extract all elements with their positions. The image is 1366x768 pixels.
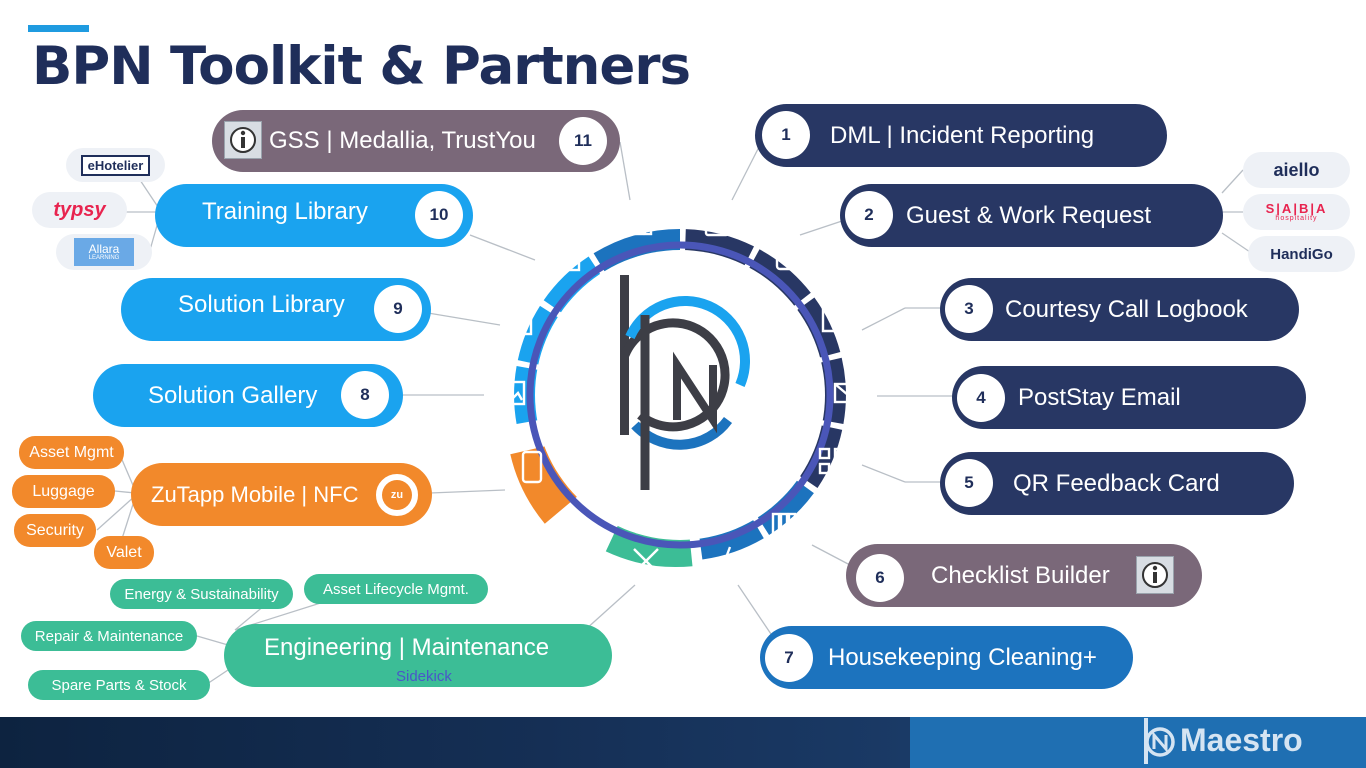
item-zutapp-mobile-nfc[interactable]: ZuTapp Mobile | NFC zu [131,463,432,526]
chip-valet: Valet [94,536,154,569]
bpn-logo-icon [620,275,751,490]
item-checklist-builder[interactable]: 6 Checklist Builder [846,544,1202,607]
chip-repair-maintenance: Repair & Maintenance [21,621,197,651]
contact-file-icon [821,301,847,333]
item-label: ZuTapp Mobile | NFC [151,481,359,507]
edit-icon [704,210,731,237]
item-number: 9 [374,285,422,333]
footer-brand-band [910,717,1366,768]
allara-logo: Allara LEARNING [56,234,152,270]
item-number: 8 [341,371,389,419]
item-number: 5 [945,459,993,507]
saba-logo: S|A|B|A hospitality [1243,194,1350,230]
item-number: 10 [415,191,463,239]
item-number: 1 [762,111,810,159]
item-number: 3 [945,285,993,333]
mobile-icon [521,450,543,484]
chip-asset-mgmt: Asset Mgmt [19,436,124,469]
item-label: QR Feedback Card [1013,469,1220,497]
item-label: GSS | Medallia, TrustYou [269,127,536,154]
zutapp-logo-icon: zu [373,471,421,519]
item-dml-incident-reporting[interactable]: 1 DML | Incident Reporting [755,104,1167,167]
email-icon [833,382,863,404]
item-courtesy-call-logbook[interactable]: 3 Courtesy Call Logbook [940,278,1299,341]
item-guest-work-request[interactable]: 2 Guest & Work Request [840,184,1223,247]
info-icon [1136,556,1174,594]
item-number: 2 [845,191,893,239]
chip-asset-lifecycle-mgmt: Asset Lifecycle Mgmt. [304,574,488,604]
item-label: PostStay Email [1018,383,1181,411]
title-accent-bar [28,25,89,32]
chip-luggage: Luggage [12,475,115,508]
footer-brand-name: Maestro [1180,722,1303,758]
maestro-logo-icon [1144,718,1175,764]
item-label: Training Library [202,198,368,225]
item-label: Solution Gallery [148,381,318,409]
item-engineering-maintenance[interactable]: Engineering | Maintenance Sidekick [224,624,612,687]
item-number: 6 [856,554,904,602]
item-label: Courtesy Call Logbook [1005,295,1248,323]
page-title: BPN Toolkit & Partners [32,36,691,97]
tools-icon [633,548,659,574]
item-sublabel: Sidekick [396,668,452,685]
item-qr-feedback-card[interactable]: 5 QR Feedback Card [940,452,1294,515]
presentation-icon [549,248,581,278]
item-housekeeping-cleaning[interactable]: 7 Housekeeping Cleaning+ [760,626,1133,689]
item-label: Guest & Work Request [906,201,1151,229]
ehotelier-logo: eHotelier [66,148,165,182]
books-icon [627,210,653,236]
aiello-logo: aiello [1243,152,1350,188]
item-label: Solution Library [178,291,345,318]
gallery-icon [494,380,526,406]
wheel-ring [526,241,834,549]
phone-icon [775,239,795,271]
item-solution-library[interactable]: Solution Library 9 [121,278,431,341]
item-number: 4 [957,374,1005,422]
chip-energy-sustainability: Energy & Sustainability [110,579,293,609]
chip-spare-parts-stock: Spare Parts & Stock [28,670,210,700]
item-training-library[interactable]: Training Library 10 [155,184,473,247]
item-label: Housekeeping Cleaning+ [828,643,1097,671]
toolkit-wheel [494,210,863,577]
typsy-logo: typsy [32,192,127,228]
cleaning-icon [700,546,732,577]
binders-icon [771,512,797,538]
qr-code-icon [818,447,846,475]
item-solution-gallery[interactable]: Solution Gallery 8 [93,364,403,427]
library-icon [507,310,533,336]
footer-band [0,717,910,768]
chip-security: Security [14,514,96,547]
handigo-logo: HandiGo [1248,236,1355,272]
item-poststay-email[interactable]: 4 PostStay Email [952,366,1306,429]
item-label: DML | Incident Reporting [830,121,1095,149]
item-gss-medallia-trustyou[interactable]: GSS | Medallia, TrustYou 11 [212,110,620,172]
item-number: 7 [765,634,813,682]
info-icon [224,121,262,159]
item-label: Engineering | Maintenance [264,634,550,661]
item-label: Checklist Builder [931,561,1110,589]
item-number: 11 [559,117,607,165]
